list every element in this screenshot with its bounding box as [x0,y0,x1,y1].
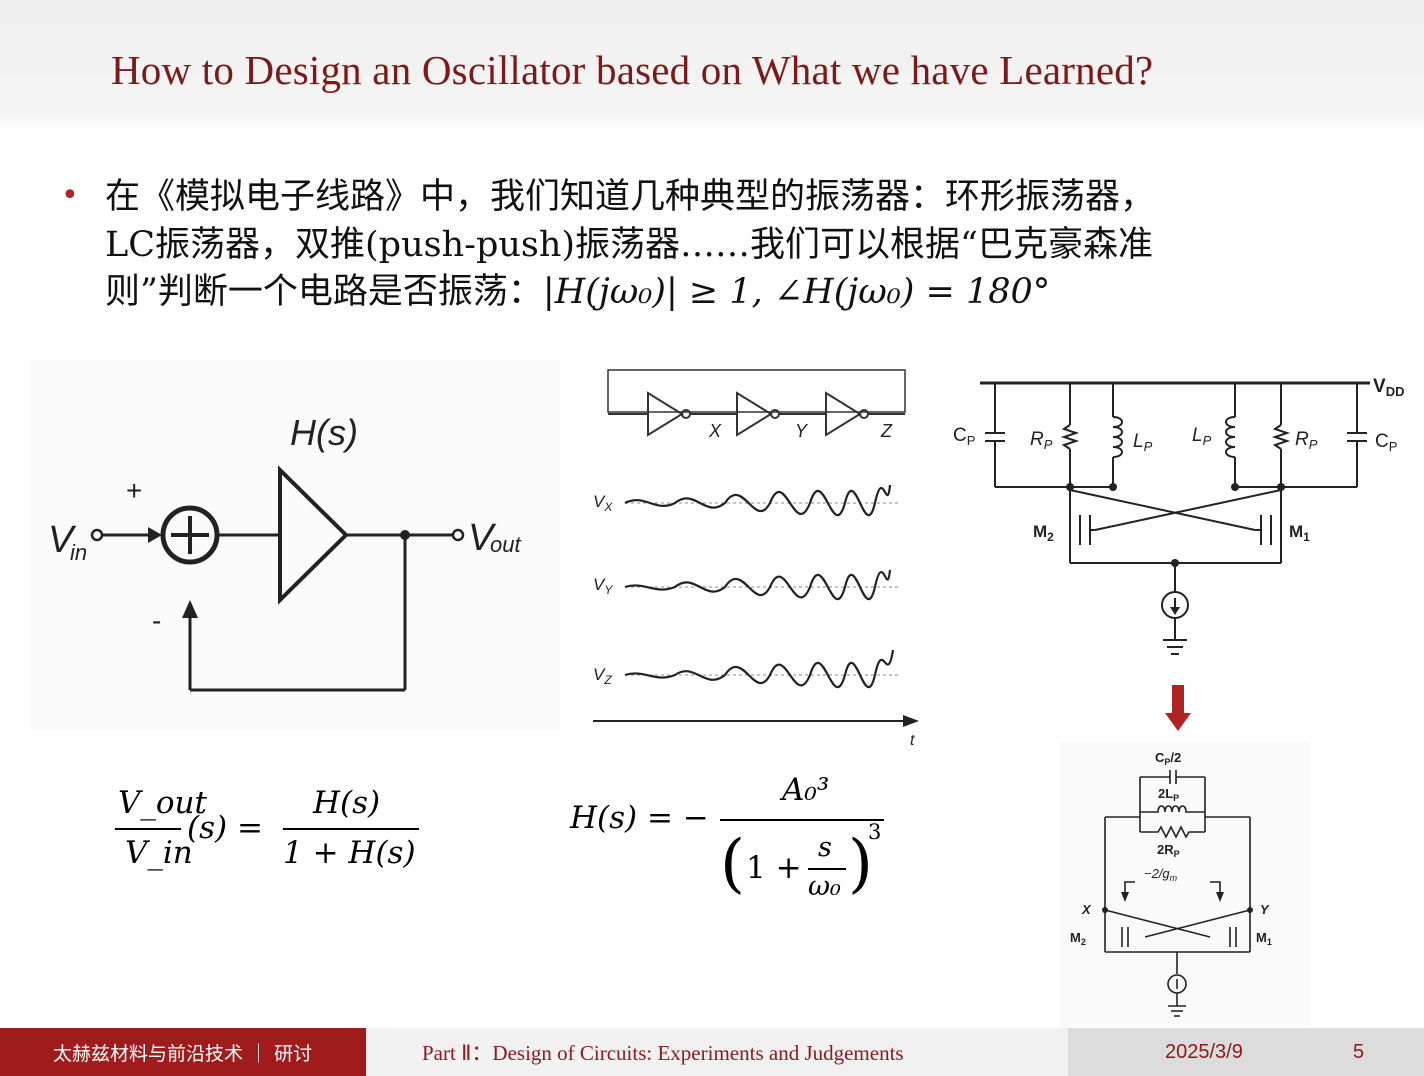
svg-text:RP: RP [1030,429,1053,452]
svg-text:VY: VY [593,575,613,597]
svg-text:Z: Z [880,421,893,441]
svg-text:M2: M2 [1033,522,1054,544]
down-arrow-icon [1165,685,1191,731]
minus-sign: - [152,605,161,636]
block-label: H(s) [290,412,358,453]
plus-sign: + [126,475,142,506]
eq2-exp: 3 [868,820,882,844]
svg-text:M1: M1 [1289,522,1310,544]
time-axis-label: t [910,732,915,749]
svg-text:−2/gm: −2/gm [1144,866,1178,883]
svg-text:LP: LP [1192,425,1212,448]
footer-course-label: 太赫兹材料与前沿技术 ｜ 研讨 [0,1028,366,1076]
equivalent-circuit-diagram: CP/2 2LP 2RP −2/gm X Y M2 M1 [1060,742,1310,1027]
barkhausen-criterion: |H(jω₀)| ≥ 1, ∠H(jω₀) = 180° [542,272,1051,312]
slide-header [0,0,1424,132]
eq1-arg: (s) = [187,810,263,846]
svg-text:VZ: VZ [593,665,612,687]
svg-text:VDD: VDD [1373,376,1404,399]
bullet-line-3-text: 则”判断一个电路是否振荡： [105,272,543,312]
eq1-den-left: V_in [125,835,193,871]
svg-text:in: in [70,540,87,565]
eq2-den-left: 1 + [746,850,802,886]
footer-info: 2025/3/9 5 [1068,1028,1424,1076]
svg-text:CP/2: CP/2 [1155,750,1181,767]
eq2-num: A₀³ [782,772,830,808]
svg-text:V: V [468,517,497,559]
footer-date: 2025/3/9 [1165,1041,1243,1063]
eq2-den-w: ω₀ [808,871,841,902]
svg-text:X: X [1081,902,1092,917]
svg-text:Y: Y [1260,902,1270,917]
lc-oscillator-diagram: VDD [953,376,1404,655]
feedback-block-diagram: H(s) V in + V out - [30,360,560,730]
amplifier-triangle [278,465,349,605]
svg-text:CP: CP [953,425,975,448]
bullet-line-2: LC振荡器，双推(push-push)振荡器……我们可以根据“巴克豪森准 [105,225,1153,265]
eq2-den-s: s [818,832,832,863]
svg-text:out: out [490,532,521,557]
bullet-marker: • [61,178,79,213]
footer-part-title: Part Ⅱ：Design of Circuits: Experiments a… [366,1028,1068,1076]
closed-loop-equation: V_out V_in (s) = H(s) 1 + H(s) [115,785,435,880]
svg-text:X: X [708,421,722,441]
slide-title: How to Design an Oscillator based on Wha… [111,47,1154,93]
bullet-line-1: 在《模拟电子线路》中，我们知道几种典型的振荡器：环形振荡器， [105,177,1156,217]
svg-text:V: V [48,519,77,561]
eq1-num-right: H(s) [313,785,381,821]
svg-text:LP: LP [1133,431,1153,454]
eq1-num-left: V_out [118,785,207,821]
eq2-lhs: H(s) = − [570,800,709,836]
ring-oscillator-diagram: X Y Z VX VY VZ t [593,369,919,749]
ring-transfer-equation: H(s) = − A₀³ ( 1 + s ω₀ ) 3 [570,770,900,910]
svg-text:Y: Y [795,421,809,441]
bullet-line-3: 则”判断一个电路是否振荡：|H(jω₀)| ≥ 1, ∠H(jω₀) = 180… [105,263,1050,314]
svg-text:RP: RP [1295,429,1318,452]
svg-text:CP: CP [1375,431,1397,454]
page-number: 5 [1353,1041,1365,1063]
eq1-den-right: 1 + H(s) [283,835,416,871]
svg-text:VX: VX [593,492,613,514]
